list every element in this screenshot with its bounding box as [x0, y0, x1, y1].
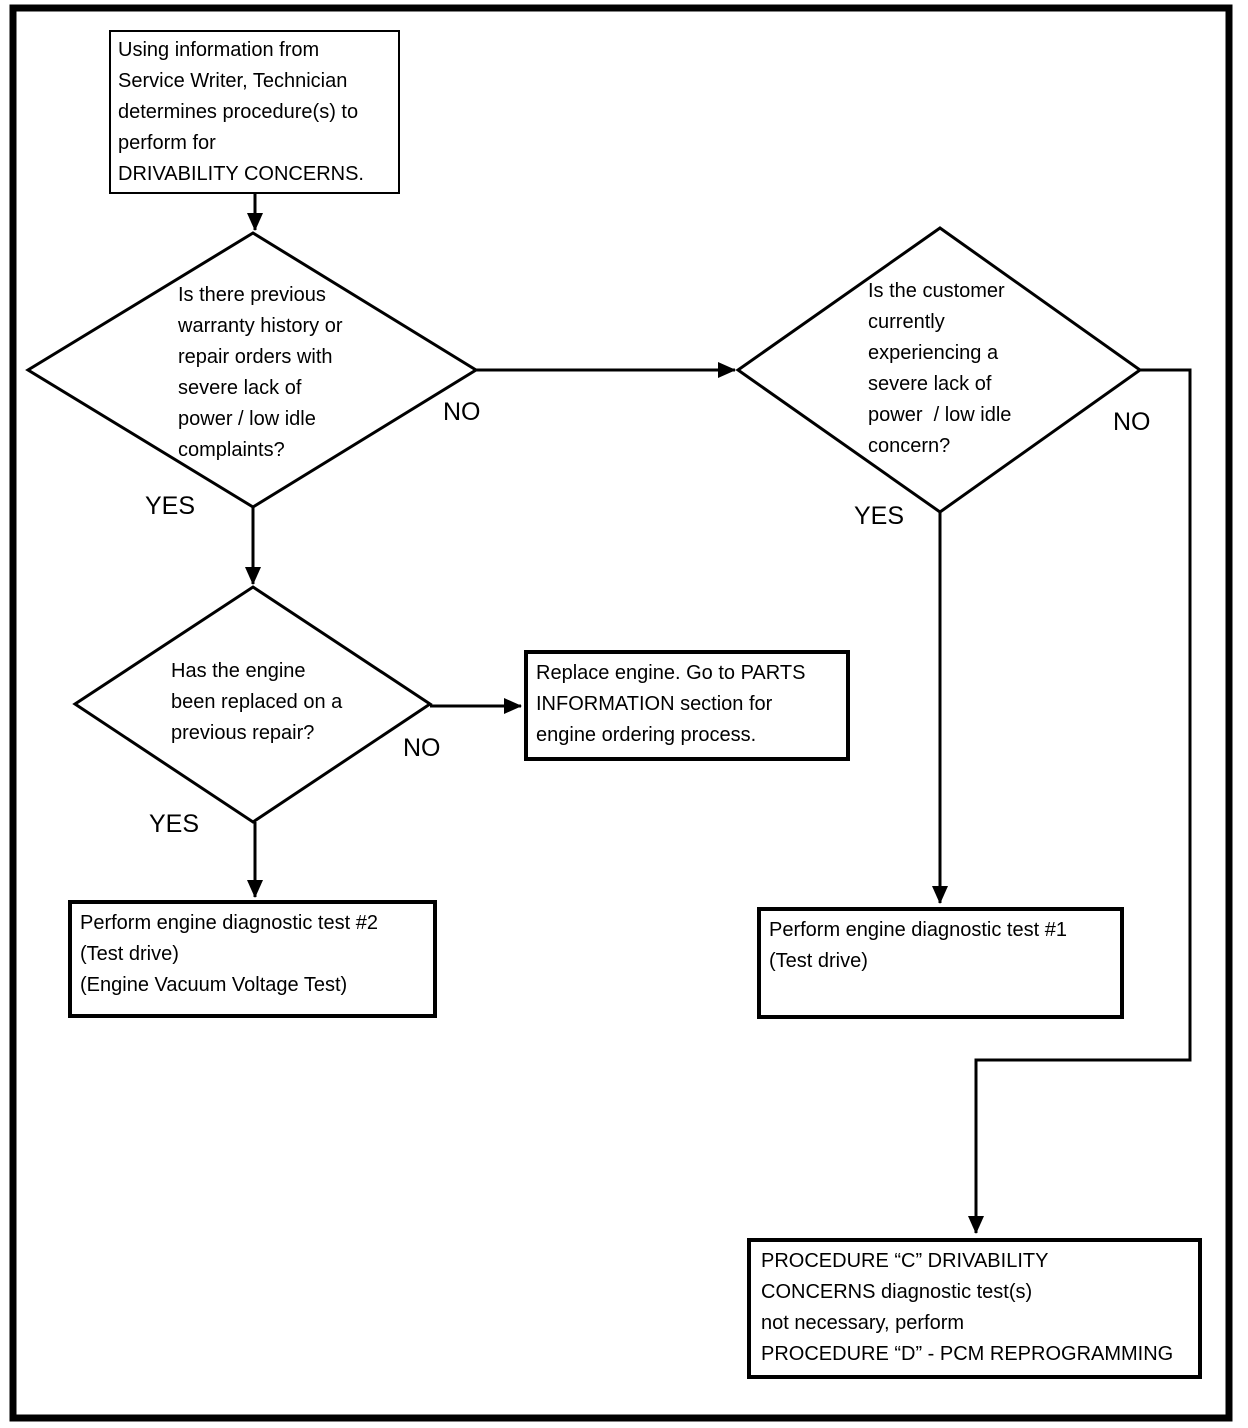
connector-customer-no — [968, 368, 1192, 1234]
procedure-c-box: PROCEDURE “C” DRIVABILITY CONCERNS diagn… — [747, 1238, 1202, 1379]
customer-yes-label: YES — [854, 502, 905, 530]
decision-history-text: Is there previous warranty history or re… — [178, 284, 343, 461]
diagnostic-test-1-text: Perform engine diagnostic test #1 (Test … — [769, 919, 1067, 972]
customer-no-label: NO — [1113, 408, 1151, 436]
decision-replaced-text: Has the engine been replaced on a previo… — [171, 660, 343, 744]
start-box: Using information from Service Writer, T… — [109, 30, 400, 194]
replaced-yes-label: YES — [149, 810, 200, 838]
diagnostic-test-1-box: Perform engine diagnostic test #1 (Test … — [757, 907, 1124, 1019]
outer-frame — [9, 4, 1233, 1422]
replace-engine-box: Replace engine. Go to PARTS INFORMATION … — [524, 650, 850, 761]
replace-engine-text: Replace engine. Go to PARTS INFORMATION … — [536, 662, 806, 746]
diagnostic-test-2-text: Perform engine diagnostic test #2 (Test … — [80, 912, 378, 996]
decision-customer-text: Is the customer currently experiencing a… — [868, 280, 1012, 457]
start-box-text: Using information from Service Writer, T… — [118, 39, 364, 185]
diagnostic-test-2-box: Perform engine diagnostic test #2 (Test … — [68, 900, 437, 1018]
decision-replaced-diamond — [72, 585, 433, 824]
replaced-no-label: NO — [403, 734, 441, 762]
history-yes-label: YES — [145, 492, 196, 520]
history-no-label: NO — [443, 398, 481, 426]
procedure-c-text: PROCEDURE “C” DRIVABILITY CONCERNS diagn… — [761, 1250, 1174, 1365]
